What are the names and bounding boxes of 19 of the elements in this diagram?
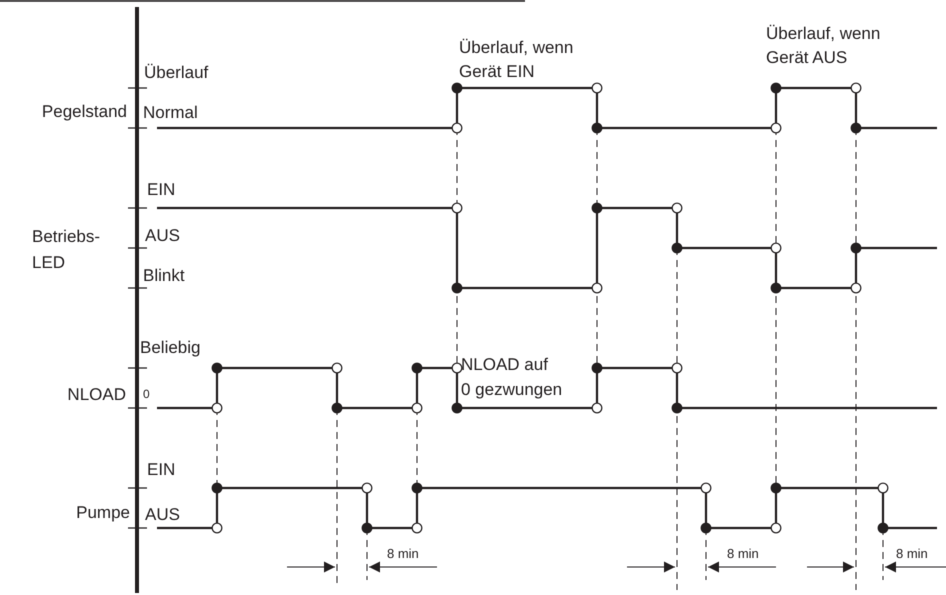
dimension-label: 8 min — [896, 546, 928, 562]
level-label: Beliebig — [140, 337, 200, 359]
signal-label: Betriebs- LED — [32, 226, 100, 274]
level-label: EIN — [147, 459, 176, 481]
level-label: Normal — [143, 102, 198, 124]
annotation: NLOAD auf 0 gezwungen — [461, 354, 562, 401]
level-label: AUS — [145, 504, 180, 526]
signal-label: Pegelstand — [40, 101, 127, 123]
dimension-label: 8 min — [387, 546, 419, 562]
signal-label: NLOAD — [66, 384, 126, 406]
level-label: Überlauf — [144, 62, 208, 84]
signal-label: Pumpe — [75, 502, 130, 524]
annotation: Überlauf, wenn Gerät AUS — [766, 23, 880, 69]
level-label: AUS — [145, 225, 180, 247]
annotation: Überlauf, wenn Gerät EIN — [459, 37, 574, 83]
level-label: 0 — [143, 386, 150, 402]
dimension-label: 8 min — [727, 546, 759, 562]
level-label: EIN — [147, 179, 176, 201]
level-label: Blinkt — [143, 265, 185, 287]
